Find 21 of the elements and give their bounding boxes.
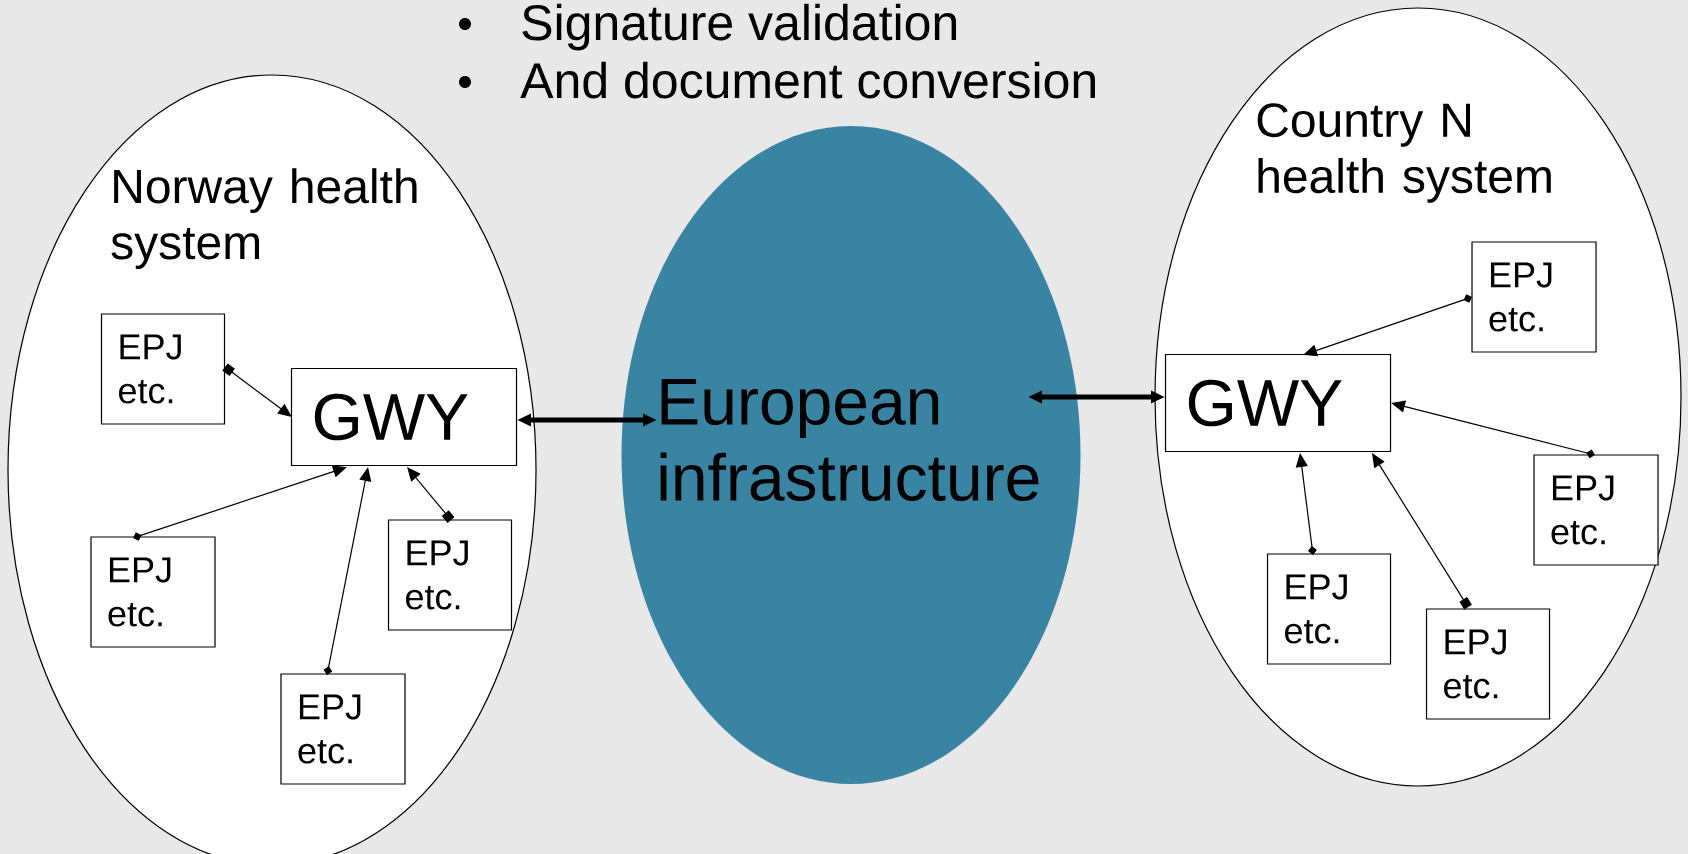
record-box: EPJ etc. (1425, 608, 1551, 720)
arrow (222, 363, 292, 417)
infrastructure-ellipse (621, 126, 1081, 784)
infrastructure-label: European infrastructure (660, 379, 1039, 502)
gateway-box: GWY (290, 367, 518, 467)
arrow (1295, 453, 1317, 555)
record-box: EPJ etc. (90, 536, 216, 648)
gateway-box: GWY (1164, 353, 1392, 453)
record-box: EPJ etc. (1266, 553, 1392, 665)
region-title: Norway health system (111, 168, 417, 269)
record-box: EPJ etc. (100, 313, 226, 425)
record-box: EPJ etc. (1533, 454, 1659, 566)
region-title: Country N health system (1257, 103, 1551, 203)
arrow (1372, 453, 1472, 610)
record-box: EPJ etc. (1471, 241, 1597, 353)
arrow (407, 467, 455, 523)
record-box: EPJ etc. (387, 519, 513, 631)
record-box: EPJ etc. (280, 673, 406, 785)
bullet-item: Signature validation (522, 3, 956, 51)
arrow (133, 465, 347, 541)
arrow (323, 467, 372, 675)
